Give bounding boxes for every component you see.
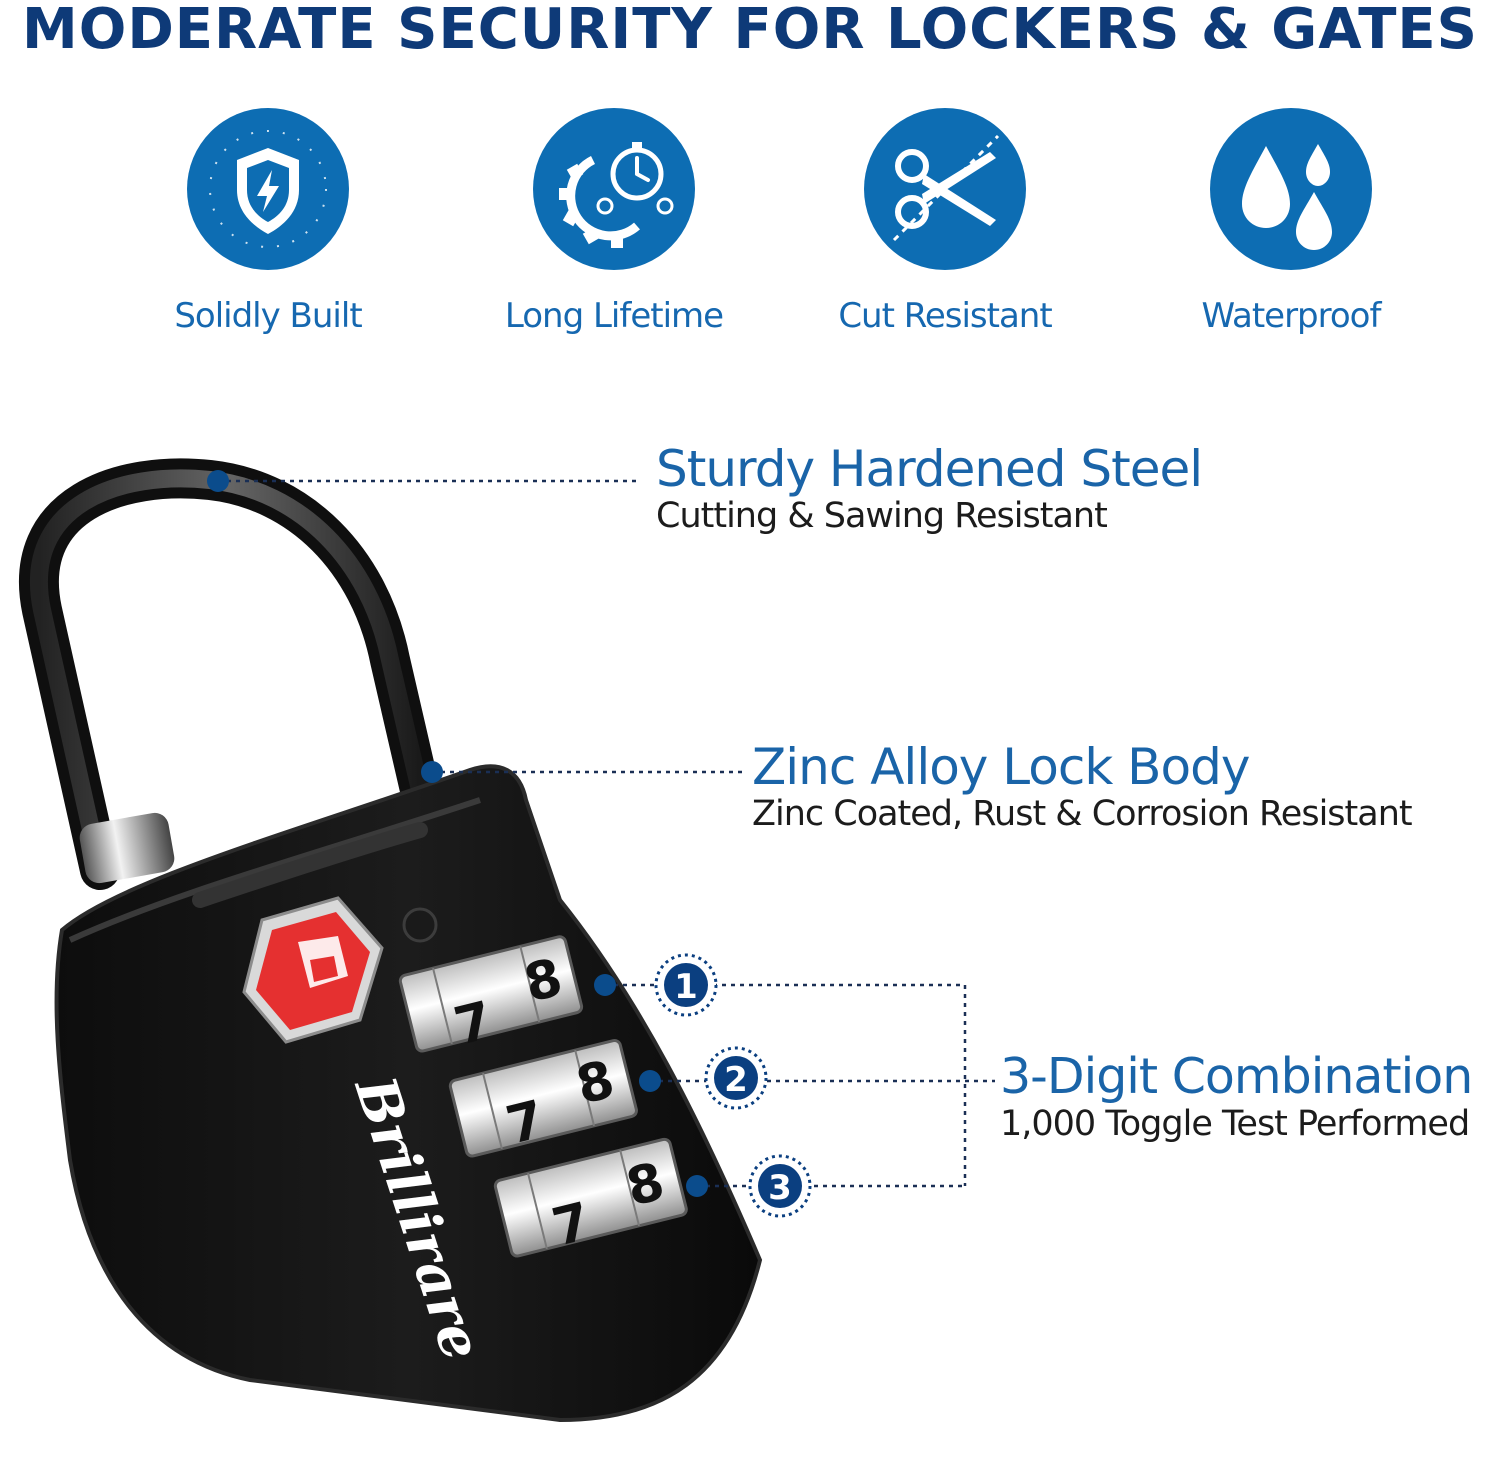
- feature-long-lifetime: Long Lifetime: [484, 108, 744, 336]
- dial-2: [448, 1039, 638, 1158]
- scissors-icon: [864, 108, 1026, 270]
- feature-label: Waterproof: [1201, 296, 1382, 336]
- water-drops-icon: [1210, 108, 1372, 270]
- dial-1: [398, 935, 584, 1053]
- feature-label: Solidly Built: [174, 296, 362, 336]
- headline: MODERATE SECURITY FOR LOCKERS & GATES: [21, 0, 1479, 62]
- marker-number: 2: [724, 1060, 748, 1100]
- callout-title: 3-Digit Combination: [1000, 1048, 1473, 1105]
- shield-bolt-icon: [187, 108, 349, 270]
- gear-stopwatch-icon: [533, 108, 695, 270]
- callout-shackle: Sturdy Hardened Steel Cutting & Sawing R…: [656, 440, 1203, 536]
- callout-subtitle: Zinc Coated, Rust & Corrosion Resistant: [752, 794, 1413, 834]
- feature-label: Long Lifetime: [504, 296, 724, 336]
- dial-marker-1: 1: [654, 953, 718, 1017]
- dial-marker-3: 3: [748, 1154, 812, 1218]
- callout-combination: 3-Digit Combination 1,000 Toggle Test Pe…: [1000, 1048, 1473, 1145]
- tsa-badge: [242, 896, 384, 1044]
- callout-title: Zinc Alloy Lock Body: [752, 738, 1250, 796]
- dial-marker-2: 2: [704, 1046, 768, 1110]
- callout-subtitle: 1,000 Toggle Test Performed: [1000, 1104, 1470, 1144]
- feature-label: Cut Resistant: [838, 296, 1052, 336]
- callout-lock-body: Zinc Alloy Lock Body Zinc Coated, Rust &…: [752, 738, 1413, 834]
- callout-subtitle: Cutting & Sawing Resistant: [656, 496, 1108, 536]
- feature-solidly-built: Solidly Built: [138, 108, 398, 336]
- callout-title: Sturdy Hardened Steel: [656, 440, 1203, 498]
- feature-waterproof: Waterproof: [1161, 108, 1421, 336]
- feature-cut-resistant: Cut Resistant: [815, 108, 1075, 336]
- dial-3: [493, 1137, 688, 1258]
- padlock-illustration: 7 8 7 8 7 8 Brillirare 1: [19, 458, 995, 1423]
- marker-number: 3: [768, 1168, 792, 1208]
- marker-number: 1: [674, 967, 698, 1007]
